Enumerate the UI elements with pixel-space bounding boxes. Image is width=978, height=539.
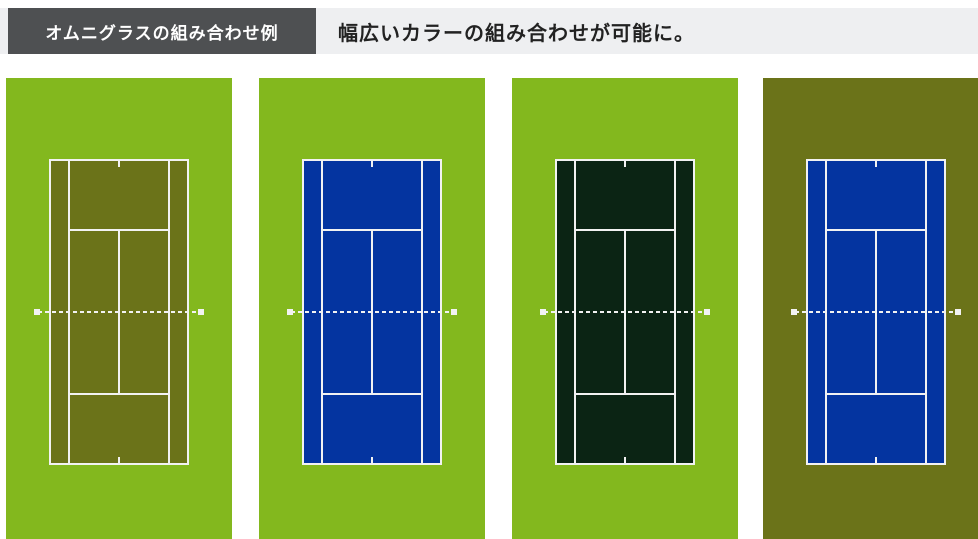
section-label: オムニグラスの組み合わせ例 [8, 8, 316, 54]
net-post-left [287, 309, 293, 315]
net-post-right [451, 309, 457, 315]
court-panel-1 [6, 78, 232, 539]
court-diagram [512, 78, 738, 539]
net-post-left [791, 309, 797, 315]
net-post-left [34, 309, 40, 315]
court-combinations [0, 78, 978, 539]
net-post-left [540, 309, 546, 315]
court-diagram [6, 78, 232, 539]
court-diagram [259, 78, 485, 539]
court-diagram [763, 78, 978, 539]
court-panel-2 [259, 78, 485, 539]
court-panel-3 [512, 78, 738, 539]
net-post-right [198, 309, 204, 315]
net-post-right [955, 309, 961, 315]
net-post-right [704, 309, 710, 315]
section-caption: 幅広いカラーの組み合わせが可能に。 [338, 20, 695, 45]
court-panel-4 [763, 78, 978, 539]
